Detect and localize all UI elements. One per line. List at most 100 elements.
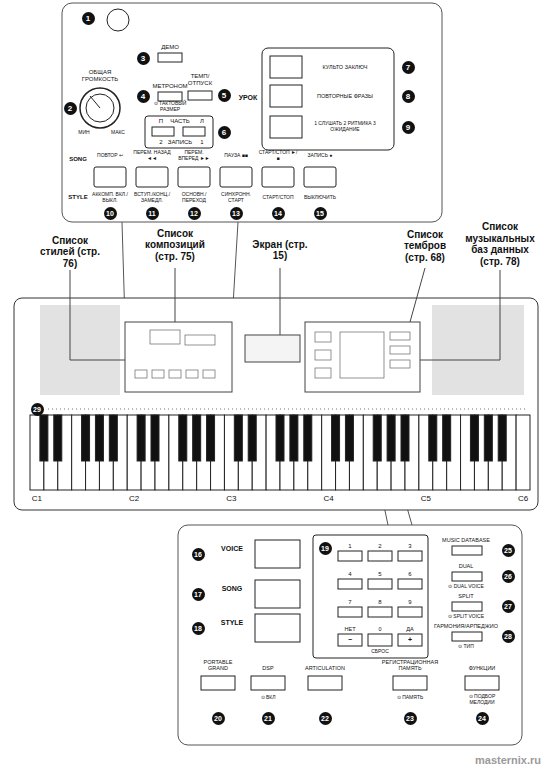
piano-keys <box>82 415 90 461</box>
panel-label: ФУНКЦИИ <box>469 665 496 671</box>
panel-label: ГАРМОНИЯ/АРПЕДЖИО <box>434 623 498 629</box>
callout-number: 7 <box>402 61 415 74</box>
panel-label: Л <box>200 118 204 125</box>
bottom-zoom-panel <box>398 579 422 589</box>
keyboard-body <box>203 370 215 378</box>
piano-keys <box>54 415 62 461</box>
callout-number: 22 <box>319 712 332 725</box>
panel-label: ЗАПИСЬ <box>168 139 192 146</box>
callout-number: 12 <box>188 207 201 220</box>
key-name: C1 <box>32 494 42 503</box>
bottom-zoom-panel <box>338 551 362 561</box>
bottom-zoom-panel <box>313 535 428 658</box>
keyboard-body <box>390 332 410 340</box>
top-zoom-panel <box>270 56 302 78</box>
panel-label: 8 <box>378 599 381 606</box>
panel-label: 3 <box>408 543 411 550</box>
bottom-zoom-panel <box>338 607 362 617</box>
panel-label: STYLE <box>221 619 244 627</box>
piano-keys <box>40 415 48 461</box>
panel-label: ЧАСТЬ <box>170 118 190 125</box>
keyboard-body <box>315 350 331 360</box>
callout-number: 10 <box>104 207 117 220</box>
panel-label: УРОК <box>239 94 258 102</box>
panel-label: МЕТРОНОМ <box>152 83 187 90</box>
bottom-zoom-panel <box>398 634 422 646</box>
piano-keys <box>179 415 187 461</box>
panel-label: PORTABLE GRAND <box>198 659 238 672</box>
piano-keys <box>484 415 492 461</box>
callout-number: 29 <box>31 403 44 416</box>
section-label: Список тембров (стр. 68) <box>392 229 458 264</box>
panel-label: РЕГИСТРАЦИОННАЯ ПАМЯТЬ <box>375 659 445 672</box>
bottom-zoom-panel <box>393 676 427 690</box>
callout-number: 14 <box>272 207 285 220</box>
panel-label: ОБЩАЯ ГРОМКОСТЬ <box>78 69 123 83</box>
piano-keys <box>137 415 145 461</box>
top-zoom-panel <box>80 88 120 128</box>
piano-keys <box>109 415 117 461</box>
panel-label: 4 <box>348 571 351 578</box>
keyboard-body <box>135 330 410 378</box>
top-zoom-panel <box>94 167 126 187</box>
top-zoom-panel <box>90 96 100 108</box>
panel-label: СТАРТ/СТОП <box>258 195 298 201</box>
watermark: masternix.ru <box>475 754 541 767</box>
section-label: Список композиций (стр. 75) <box>143 228 207 263</box>
callout-number: 20 <box>212 712 225 725</box>
panel-label: ДА <box>406 626 413 632</box>
panel-label: ПАУЗА ■■ <box>216 153 256 159</box>
bottom-zoom-panel <box>398 551 422 561</box>
panel-label: ⊙ DUAL VOICE <box>448 584 484 590</box>
keyboard-body <box>135 370 147 378</box>
bottom-zoom-panel <box>452 602 482 611</box>
top-zoom-panel <box>145 116 213 148</box>
piano-keys <box>516 415 530 490</box>
keyboard-body <box>390 360 410 368</box>
keyboard-body <box>150 330 180 344</box>
top-zoom-panel <box>220 167 252 187</box>
top-zoom-panel <box>107 9 129 31</box>
top-zoom-panel <box>86 94 114 122</box>
panel-label: 7 <box>348 599 351 606</box>
piano-keys <box>95 415 103 461</box>
top-zoom-panel <box>158 53 182 62</box>
bottom-zoom-panel <box>368 551 392 561</box>
key-name: C5 <box>421 494 431 503</box>
key-name: C2 <box>129 494 139 503</box>
keyboard-body <box>315 368 331 378</box>
bottom-zoom-panel <box>255 540 300 568</box>
panel-label: ПЕРЕМ. НАЗАД ◄◄ <box>132 150 172 162</box>
section-label: Список стилей (стр. 76) <box>34 235 106 270</box>
callout-number: 1 <box>82 12 95 25</box>
callout-number: 27 <box>502 600 515 613</box>
bottom-zoom-panel <box>255 580 300 608</box>
callout-number: 23 <box>404 712 417 725</box>
panel-label: MUSIC DATABASE <box>442 537 490 543</box>
panel-label: ПОВТОРНЫЕ ФРАЗЫ <box>310 93 380 99</box>
piano-keys <box>401 415 409 461</box>
piano-keys <box>304 415 312 461</box>
keyboard-body <box>14 298 538 510</box>
callout-number: 5 <box>218 89 231 102</box>
keyboard-body <box>169 370 181 378</box>
bottom-zoom-panel <box>368 634 392 646</box>
bottom-zoom-panel <box>251 676 285 690</box>
top-zoom-panel <box>158 92 182 101</box>
callout-number: 11 <box>146 207 159 220</box>
callout-number: 13 <box>230 207 243 220</box>
callout-number: 8 <box>402 90 415 103</box>
panel-label: НЕТ <box>345 626 356 632</box>
bottom-zoom-panel <box>398 607 422 617</box>
panel-label: АККОМП. ВКЛ./ВЫКЛ. <box>90 192 130 204</box>
panel-label: ⊙ ТИП <box>458 644 474 650</box>
keyboard-body <box>14 298 538 510</box>
panel-label: ВЫКЛЮЧИТЬ <box>300 195 340 201</box>
keyboard-body <box>40 305 120 395</box>
panel-label: SONG <box>69 156 87 163</box>
section-leader-line <box>175 268 176 322</box>
top-zoom-panel <box>262 167 294 187</box>
piano-keys <box>429 415 437 461</box>
callout-number: 2 <box>64 102 77 115</box>
panel-label: SPLIT <box>458 593 473 599</box>
